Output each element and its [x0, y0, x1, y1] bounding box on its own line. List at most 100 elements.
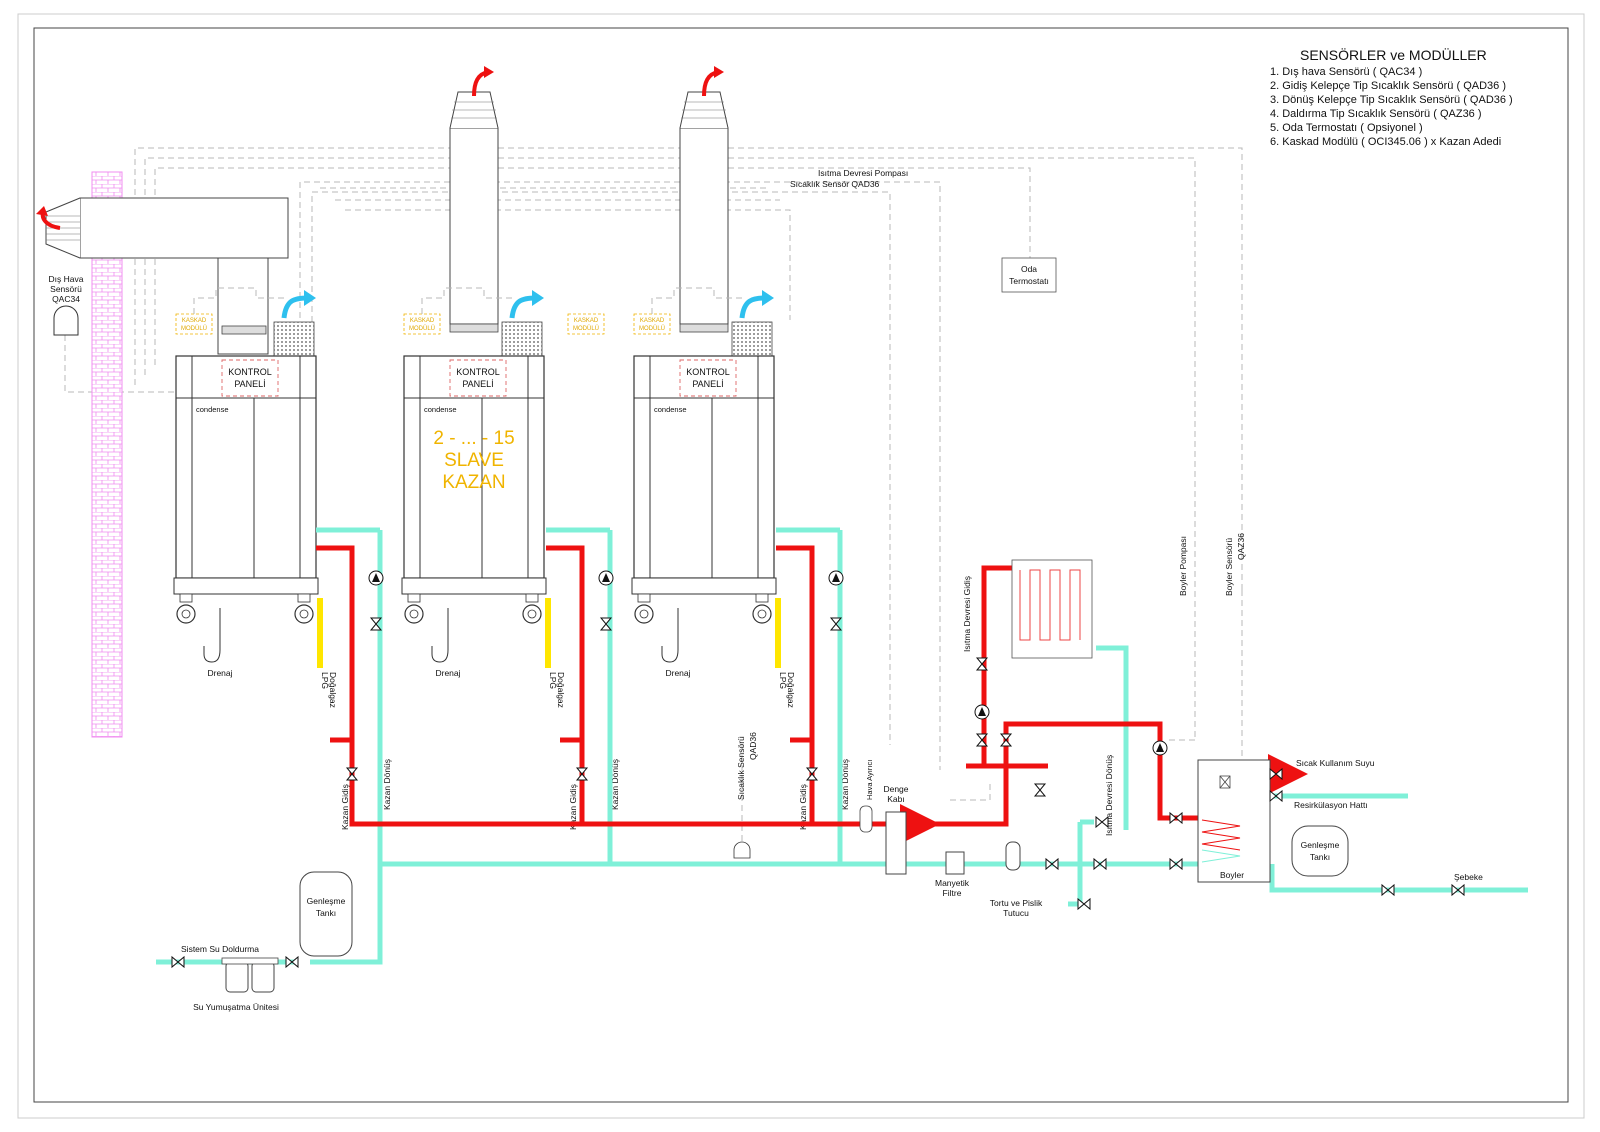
boiler-cabinet	[175, 355, 317, 579]
temp-sensor-label: QAD36	[748, 732, 758, 760]
valve-icon	[345, 767, 359, 781]
inner-frame	[33, 27, 1569, 1103]
flue-horizontal	[36, 197, 289, 355]
expansion-tank-label: Tankı	[1310, 852, 1330, 862]
brand-label: condense	[654, 405, 687, 414]
kaskad-label: MODÜLÜ	[639, 325, 665, 332]
drain-label: Drenaj	[207, 668, 232, 678]
expansion-tank-label: Genleşme	[307, 896, 346, 906]
heating-supply-label: Isıtma Devresi Gidiş	[962, 576, 972, 652]
legend-item: 5. Oda Termostatı ( Opsiyonel )	[1270, 122, 1423, 134]
boiler-cabinet	[403, 355, 545, 579]
control-panel-label: PANELİ	[692, 379, 723, 389]
expansion-tank-right: Genleşme Tankı	[1291, 825, 1349, 877]
control-panel-label: KONTROL	[686, 367, 730, 377]
drain-label: Drenaj	[435, 668, 460, 678]
control-panel-label: KONTROL	[228, 367, 272, 377]
boyler-label: Boyler	[1220, 870, 1244, 880]
valve-icon	[829, 617, 843, 631]
boiler-cabinet	[633, 355, 775, 579]
valve-icon	[171, 955, 185, 969]
balance-tank-label: Kabı	[887, 794, 905, 804]
boyler-tank: Boyler	[1197, 759, 1271, 883]
mains-label: Şebeke	[1454, 872, 1483, 882]
legend-item: 2. Gidiş Kelepçe Tip Sıcaklık Sensörü ( …	[1270, 80, 1506, 92]
gas-label: LPG	[778, 672, 788, 689]
outdoor-sensor-label: Dış Hava	[49, 274, 84, 284]
legend-title: SENSÖRLER ve MODÜLLER	[1300, 46, 1487, 63]
slave-label: KAZAN	[442, 472, 505, 493]
flue-vertical-2	[449, 66, 499, 333]
legend-item: 4. Daldırma Tip Sıcaklık Sensörü ( QAZ36…	[1270, 108, 1482, 120]
gas-label: Doğalgaz	[556, 672, 566, 708]
pump-icon	[598, 570, 614, 586]
outdoor-sensor-label: Sensörü	[50, 284, 82, 294]
recirculation-label: Resirkülasyon Hattı	[1294, 800, 1368, 810]
legend-item: 6. Kaskad Modülü ( OCI345.06 ) x Kazan A…	[1270, 136, 1501, 148]
chimney-wall	[91, 171, 123, 738]
boiler-pump-label: Boyler Pompası	[1178, 536, 1188, 596]
air-separator-label: Hava Ayırıcı	[865, 760, 874, 800]
valve-icon	[1033, 783, 1047, 797]
system-fill-label: Sistem Su Doldurma	[181, 944, 259, 954]
balance-tank-label: Denge	[883, 784, 908, 794]
valve-icon	[1381, 883, 1395, 897]
valve-icon	[1169, 811, 1183, 825]
control-panel-label: KONTROL	[456, 367, 500, 377]
room-thermostat-label: Termostatı	[1009, 276, 1049, 286]
drain-trap	[661, 608, 679, 663]
legend-item: 3. Dönüş Kelepçe Tip Sıcaklık Sensörü ( …	[1270, 94, 1513, 106]
valve-icon	[1077, 897, 1091, 911]
valve-icon	[975, 733, 989, 747]
valve-icon	[999, 733, 1013, 747]
valve-icon	[599, 617, 613, 631]
outdoor-sensor	[53, 305, 79, 336]
boiler-return-label: Kazan Dönüş	[382, 759, 392, 810]
room-thermostat	[1001, 257, 1057, 293]
control-panel-label: PANELİ	[462, 379, 493, 389]
legend: SENSÖRLER ve MODÜLLER 1. Dış hava Sensör…	[1270, 46, 1513, 148]
room-thermostat-label: Oda	[1021, 264, 1037, 274]
brand-label: condense	[196, 405, 229, 414]
boiler-return-label: Kazan Dönüş	[840, 759, 850, 810]
kaskad-label: KASKAD	[640, 318, 665, 324]
valve-icon	[1269, 789, 1283, 803]
radiator	[1011, 559, 1093, 659]
valve-icon	[805, 767, 819, 781]
heating-pump-label: Isıtma Devresi Pompası	[818, 168, 908, 178]
kaskad-label: MODÜLÜ	[181, 325, 207, 332]
boiler-supply-label: Kazan Gidiş	[340, 784, 350, 830]
kaskad-label: KASKAD	[410, 318, 435, 324]
boiler-sensor-label: Boyler Sensörü	[1224, 538, 1234, 596]
flue-vertical-3	[679, 66, 729, 333]
pump-icon	[1152, 740, 1168, 756]
outer-frame	[17, 13, 1585, 1119]
dirt-separator-label: Tutucu	[1003, 908, 1029, 918]
magnetic-filter	[945, 851, 965, 875]
control-panel-label: PANELİ	[234, 379, 265, 389]
temp-sensor	[733, 841, 751, 859]
legend-item: 1. Dış hava Sensörü ( QAC34 )	[1270, 66, 1422, 78]
slave-label: SLAVE	[444, 450, 504, 471]
control-panel	[679, 359, 737, 397]
valve-icon	[1451, 883, 1465, 897]
return-header	[156, 527, 1528, 965]
valve-icon	[1095, 815, 1109, 829]
valve-icon	[285, 955, 299, 969]
pump-icon	[828, 570, 844, 586]
balance-tank: Denge Kabı Hava Ayırıcı	[859, 760, 909, 875]
magnetic-filter-label: Manyetik	[935, 878, 970, 888]
expansion-tank-label: Tankı	[316, 908, 336, 918]
control-panel	[221, 359, 279, 397]
valve-icon	[1269, 767, 1283, 781]
supply-header	[316, 545, 1308, 844]
drain-trap	[431, 608, 449, 663]
kaskad-module	[567, 313, 605, 335]
expansion-tank-label: Genleşme	[1301, 840, 1340, 850]
softener-label: Su Yumuşatma Ünitesi	[193, 1002, 279, 1012]
kaskad-label: KASKAD	[182, 318, 207, 324]
heating-pump-sensor-label: Sıcaklık Sensör QAD36	[790, 179, 880, 189]
